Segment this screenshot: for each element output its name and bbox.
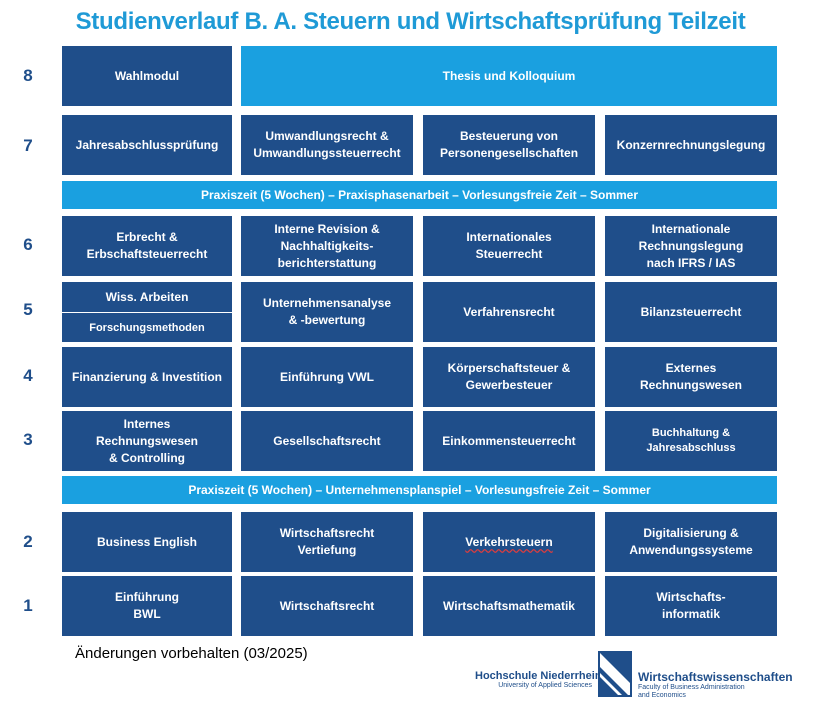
page-title: Studienverlauf B. A. Steuern und Wirtsch… — [75, 8, 746, 35]
module-einfuehrung-vwl: Einführung VWL — [241, 347, 413, 407]
module-business-english: Business English — [62, 512, 232, 572]
hochschule-subtitle: University of Applied Sciences — [498, 682, 592, 689]
module-thesis: Thesis und Kolloquium — [241, 46, 777, 106]
practice-band-lower: Praxiszeit (5 Wochen) – Unternehmensplan… — [62, 476, 777, 504]
module-umwandlungsrecht: Umwandlungsrecht & Umwandlungssteuerrech… — [241, 115, 413, 175]
module-wahlmodul: Wahlmodul — [62, 46, 232, 106]
semester-label-8: 8 — [23, 66, 33, 85]
semester-label-1: 1 — [23, 596, 33, 615]
hochschule-name: Hochschule Niederrhein — [475, 670, 602, 682]
module-wirtschaftsinformatik: Wirtschafts- informatik — [605, 576, 777, 636]
module-interne-revision: Interne Revision & Nachhaltigkeits- beri… — [241, 216, 413, 276]
module-wirtschaftsmathematik: Wirtschaftsmathematik — [423, 576, 595, 636]
changes-reserved-note: Änderungen vorbehalten (03/2025) — [75, 645, 308, 662]
hochschule-logo-icon — [598, 651, 632, 697]
module-buchhaltung: Buchhaltung & Jahresabschluss — [605, 411, 777, 471]
module-wiss-arbeiten-label: Wiss. Arbeiten — [105, 290, 189, 304]
module-jahresabschlusspruefung: Jahresabschlussprüfung — [62, 115, 232, 175]
module-gesellschaftsrecht: Gesellschaftsrecht — [241, 411, 413, 471]
module-koerperschaftsteuer: Körperschaftsteuer & Gewerbesteuer — [423, 347, 595, 407]
faculty-logo-text: Wirtschaftswissenschaften Faculty of Bus… — [638, 670, 793, 700]
semester-label-5: 5 — [23, 300, 33, 319]
semester-label-7: 7 — [23, 136, 33, 155]
module-wiss-arbeiten: Wiss. Arbeiten Forschungsmethoden — [62, 282, 232, 342]
faculty-name: Wirtschaftswissenschaften — [638, 670, 793, 684]
module-ifrs: Internationale Rechnungslegung nach IFRS… — [605, 216, 777, 276]
module-erbrecht: Erbrecht & Erbschaftsteuerrecht — [62, 216, 232, 276]
module-wirtschaftsrecht-vertiefung: Wirtschaftsrecht Vertiefung — [241, 512, 413, 572]
module-verkehrsteuern-label: Verkehrsteuern — [465, 534, 553, 549]
module-externes-rechnungswesen: Externes Rechnungswesen — [605, 347, 777, 407]
module-besteuerung-personengesellschaften: Besteuerung von Personengesellschaften — [423, 115, 595, 175]
module-forschungsmethoden-label: Forschungsmethoden — [62, 312, 232, 342]
module-einfuehrung-bwl: Einführung BWL — [62, 576, 232, 636]
semester-label-6: 6 — [23, 235, 33, 254]
module-konzernrechnungslegung: Konzernrechnungslegung — [605, 115, 777, 175]
faculty-subtitle: Faculty of Business Administration and E… — [638, 684, 745, 699]
semester-label-2: 2 — [23, 532, 33, 551]
semester-label-3: 3 — [23, 430, 33, 449]
semester-label-4: 4 — [23, 366, 33, 385]
module-wirtschaftsrecht: Wirtschaftsrecht — [241, 576, 413, 636]
practice-band-upper: Praxiszeit (5 Wochen) – Praxisphasenarbe… — [62, 181, 777, 209]
module-verfahrensrecht: Verfahrensrecht — [423, 282, 595, 342]
module-digitalisierung: Digitalisierung & Anwendungssysteme — [605, 512, 777, 572]
module-einkommensteuerrecht: Einkommensteuerrecht — [423, 411, 595, 471]
module-finanzierung: Finanzierung & Investition — [62, 347, 232, 407]
module-verkehrsteuern: Verkehrsteuern — [423, 512, 595, 572]
module-unternehmensanalyse: Unternehmensanalyse & -bewertung — [241, 282, 413, 342]
module-internes-rechnungswesen: Internes Rechnungswesen & Controlling — [62, 411, 232, 471]
module-bilanzsteuerrecht: Bilanzsteuerrecht — [605, 282, 777, 342]
module-internationales-steuerrecht: Internationales Steuerrecht — [423, 216, 595, 276]
hochschule-logo-text: Hochschule Niederrhein University of App… — [475, 670, 602, 689]
